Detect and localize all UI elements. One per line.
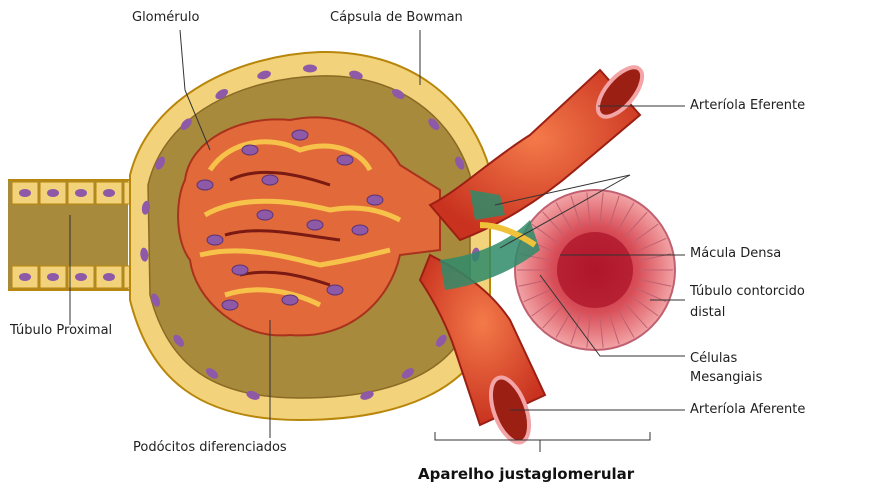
glomerulus-nucleus: [367, 195, 383, 205]
cell-nucleus: [47, 189, 59, 197]
label-celulas-1: Células: [690, 351, 737, 367]
label-tubulo-distal-1: Túbulo contorcido: [690, 284, 805, 300]
cell-nucleus: [103, 189, 115, 197]
glomerulus-nucleus: [327, 285, 343, 295]
label-macula-densa: Mácula Densa: [690, 246, 781, 262]
label-arteriola-eferente: Arteríola Eferente: [690, 98, 805, 114]
cell-nucleus: [75, 189, 87, 197]
distal-convoluted-tubule: [515, 190, 675, 350]
label-podocitos: Podócitos diferenciados: [133, 440, 287, 456]
label-capsula-bowman: Cápsula de Bowman: [330, 10, 463, 26]
cell-nucleus: [19, 273, 31, 281]
glomerulus-nucleus: [352, 225, 368, 235]
cell-nucleus: [47, 273, 59, 281]
label-arteriola-aferente: Arteríola Aferente: [690, 402, 805, 418]
glomerulus-nucleus: [197, 180, 213, 190]
glomerulus-nucleus: [242, 145, 258, 155]
glomerulus-nucleus: [282, 295, 298, 305]
glomerulus-nucleus: [207, 235, 223, 245]
cell-nucleus: [75, 273, 87, 281]
glomerulus-nucleus: [292, 130, 308, 140]
glomerulus-nucleus: [307, 220, 323, 230]
label-glomerulo: Glomérulo: [132, 10, 199, 26]
glomerulus-nucleus: [232, 265, 248, 275]
proximal-tubule: [8, 180, 150, 290]
glomerulus-nucleus: [222, 300, 238, 310]
label-tubulo-distal-2: distal: [690, 305, 725, 321]
glomerulus-nucleus: [337, 155, 353, 165]
glomerulus-nucleus: [262, 175, 278, 185]
label-aparelho-justaglomerular: Aparelho justaglomerular: [418, 466, 634, 482]
glomerulus-nucleus: [257, 210, 273, 220]
capsule-nucleus: [303, 64, 317, 72]
cell-nucleus: [19, 189, 31, 197]
cell-nucleus: [103, 273, 115, 281]
label-celulas-2: Mesangiais: [690, 370, 762, 386]
label-tubulo-proximal: Túbulo Proximal: [10, 323, 112, 339]
